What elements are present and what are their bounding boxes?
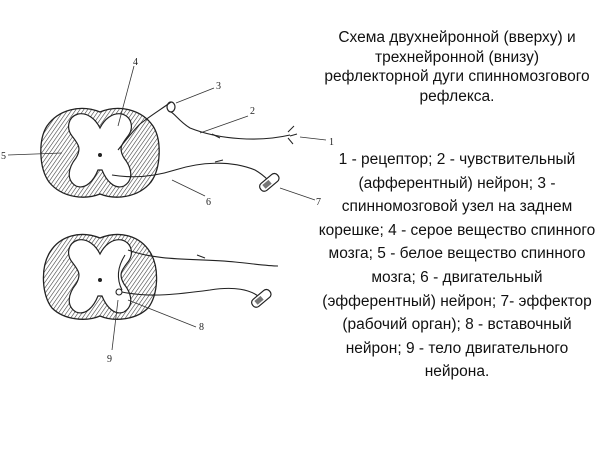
receptor xyxy=(287,125,298,145)
label-7: 7 xyxy=(316,197,321,208)
label-9: 9 xyxy=(107,354,112,365)
central-canal-upper xyxy=(98,153,102,157)
two-neuron-arc xyxy=(40,101,298,198)
figure-title: Схема двухнейронной (вверху) и трехнейро… xyxy=(324,29,590,105)
afferent-neuron-upper xyxy=(117,101,291,151)
grey-matter-lower xyxy=(68,239,132,314)
grey-matter-upper xyxy=(68,113,132,188)
label-3: 3 xyxy=(216,81,221,92)
label-1: 1 xyxy=(329,137,334,148)
central-canal-lower xyxy=(98,278,102,282)
label-4: 4 xyxy=(133,57,138,68)
label-8: 8 xyxy=(199,322,204,333)
efferent-neuron-upper xyxy=(111,162,269,181)
afferent-neuron-lower xyxy=(127,249,279,267)
interneuron xyxy=(117,254,126,291)
label-2: 2 xyxy=(250,106,255,117)
label-5: 5 xyxy=(1,151,6,162)
motor-neuron-body xyxy=(115,288,123,296)
three-neuron-arc xyxy=(42,233,279,320)
efferent-neuron-lower xyxy=(121,287,259,297)
leader-lines xyxy=(7,65,327,351)
label-6: 6 xyxy=(206,197,211,208)
figure-legend: 1 - рецептор; 2 - чувствительный (аффере… xyxy=(318,151,596,381)
reflex-arc-diagram: 1 2 3 4 5 6 7 8 9 xyxy=(1,57,334,365)
